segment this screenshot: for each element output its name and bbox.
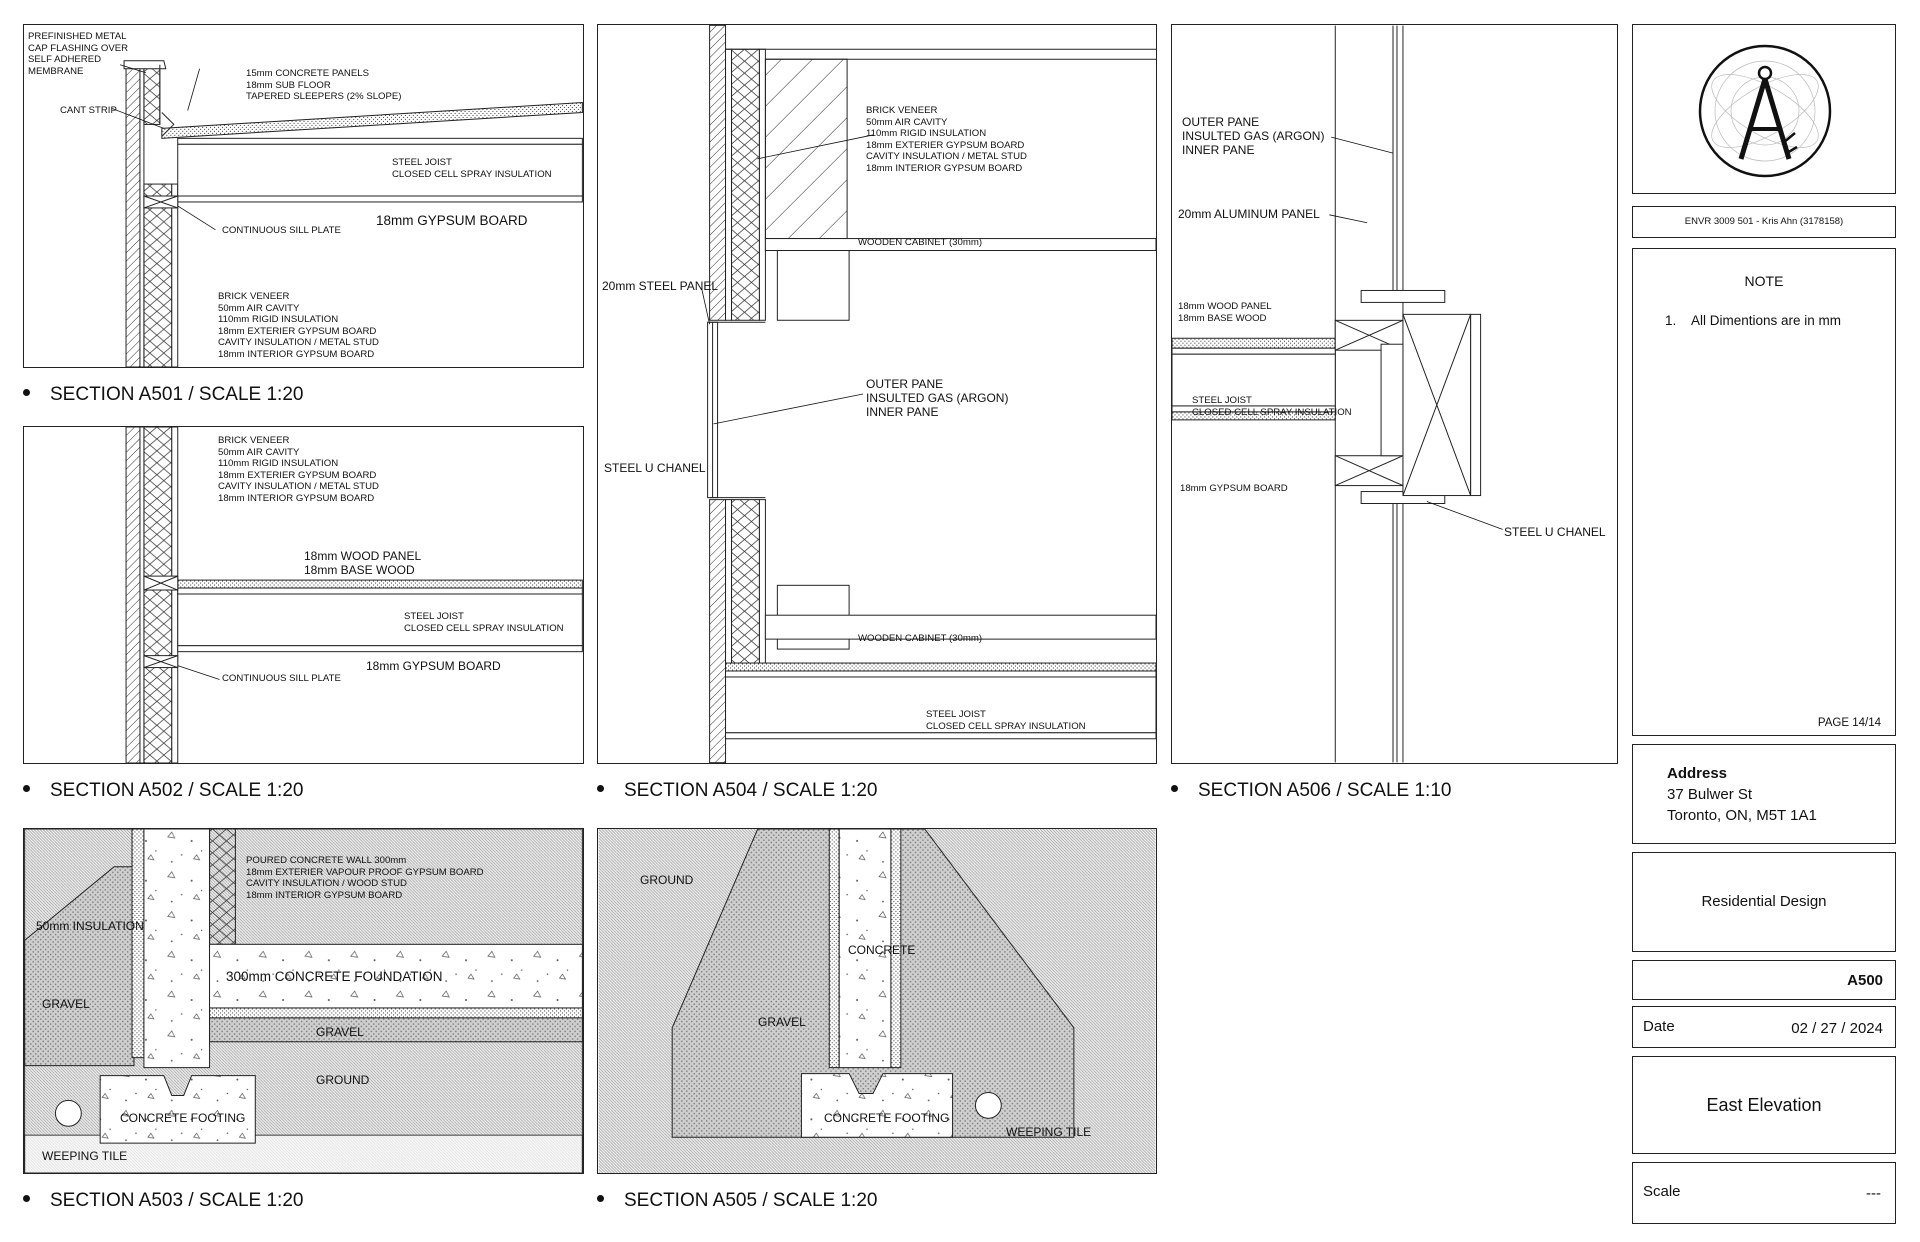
label-concrete-footing: CONCRETE FOOTING <box>824 1111 950 1125</box>
scale-box: Scale --- <box>1632 1162 1896 1224</box>
logo-box <box>1632 24 1896 194</box>
section-a505-linework <box>598 829 1156 1173</box>
caption-section-a506: SECTION A506 / SCALE 1:10 <box>1171 780 1451 802</box>
label-sill-plate: CONTINUOUS SILL PLATE <box>222 673 341 684</box>
drawing-title-box: East Elevation <box>1632 1056 1896 1154</box>
caption-section-a503: SECTION A503 / SCALE 1:20 <box>23 1190 303 1212</box>
label-steel-joist: STEEL JOIST CLOSED CELL SPRAY INSULATION <box>404 611 564 634</box>
label-concrete-wall: POURED CONCRETE WALL 300mm 18mm EXTERIER… <box>246 855 484 901</box>
section-a503-drawing: POURED CONCRETE WALL 300mm 18mm EXTERIER… <box>23 828 584 1174</box>
label-steel-channel: STEEL U CHANEL <box>1504 525 1606 539</box>
page-number: PAGE 14/14 <box>1817 717 1881 729</box>
project-box: Residential Design <box>1632 852 1896 952</box>
bullet-dot-icon <box>23 1195 30 1203</box>
sheet-number: A500 <box>1847 972 1883 989</box>
label-gravel: GRAVEL <box>316 1025 364 1039</box>
drawing-title: East Elevation <box>1706 1095 1822 1115</box>
section-a501-drawing: PREFINISHED METAL CAP FLASHING OVER SELF… <box>23 24 584 368</box>
sheet-box: A500 <box>1632 960 1896 1000</box>
bullet-dot-icon <box>597 785 604 793</box>
bullet-dot-icon <box>23 389 30 397</box>
label-wall-assembly: BRICK VENEER 50mm AIR CAVITY 110mm RIGID… <box>218 291 379 360</box>
scale-value: --- <box>1866 1185 1881 1202</box>
label-concrete-panels: 15mm CONCRETE PANELS 18mm SUB FLOOR TAPE… <box>246 68 402 103</box>
date-label: Date <box>1643 1018 1675 1035</box>
caption-section-a502: SECTION A502 / SCALE 1:20 <box>23 780 303 802</box>
label-steel-channel: STEEL U CHANEL <box>604 461 706 475</box>
label-weeping-tile: WEEPING TILE <box>42 1149 128 1163</box>
label-cap-flashing: PREFINISHED METAL CAP FLASHING OVER SELF… <box>28 31 129 77</box>
label-concrete: CONCRETE <box>848 943 916 957</box>
bullet-dot-icon <box>1171 785 1178 793</box>
project-name: Residential Design <box>1701 893 1827 910</box>
label-aluminum-panel: 20mm ALUMINUM PANEL <box>1178 207 1320 221</box>
label-weeping-tile: WEEPING TILE <box>1006 1125 1092 1139</box>
label-wall-assembly: BRICK VENEER 50mm AIR CAVITY 110mm RIGID… <box>218 435 379 504</box>
label-concrete-footing: CONCRETE FOOTING <box>120 1111 246 1125</box>
label-insulation: 50mm INSULATION <box>36 919 144 933</box>
address-box: Address 37 Bulwer St Toronto, ON, M5T 1A… <box>1632 744 1896 844</box>
label-glass: OUTER PANE INSULTED GAS (ARGON) INNER PA… <box>866 377 1009 419</box>
label-cant-strip: CANT STRIP <box>60 105 117 116</box>
label-gravel: GRAVEL <box>758 1015 806 1029</box>
section-a506-drawing: OUTER PANE INSULTED GAS (ARGON) INNER PA… <box>1171 24 1618 764</box>
label-concrete-foundation: 300mm CONCRETE FOUNDATION <box>226 969 443 984</box>
note-box: NOTE 1. All Dimentions are in mm PAGE 14… <box>1632 248 1896 736</box>
label-steel-joist: STEEL JOIST CLOSED CELL SPRAY INSULATION <box>926 709 1086 732</box>
section-a504-linework <box>701 25 1156 763</box>
label-ground: GROUND <box>640 873 694 887</box>
label-cabinet-bottom: WOODEN CABINET (30mm) <box>858 633 983 644</box>
address-line2: Toronto, ON, M5T 1A1 <box>1667 807 1817 824</box>
scale-label: Scale <box>1643 1183 1681 1200</box>
label-sill-plate: CONTINUOUS SILL PLATE <box>222 225 341 236</box>
address-label: Address <box>1667 765 1728 782</box>
section-a502-linework <box>125 427 583 763</box>
address-line1: 37 Bulwer St <box>1667 786 1753 803</box>
section-a502-drawing: BRICK VENEER 50mm AIR CAVITY 110mm RIGID… <box>23 426 584 764</box>
date-value: 02 / 27 / 2024 <box>1791 1020 1883 1037</box>
section-a501-linework <box>111 60 583 367</box>
label-ground: GROUND <box>316 1073 370 1087</box>
caption-section-a501: SECTION A501 / SCALE 1:20 <box>23 384 303 406</box>
label-glass: OUTER PANE INSULTED GAS (ARGON) INNER PA… <box>1182 115 1325 157</box>
label-cabinet-top: WOODEN CABINET (30mm) <box>858 237 983 248</box>
bullet-dot-icon <box>597 1195 604 1203</box>
bullet-dot-icon <box>23 785 30 793</box>
section-a503-linework <box>24 829 583 1173</box>
label-wall-assembly: BRICK VENEER 50mm AIR CAVITY 110mm RIGID… <box>866 105 1027 174</box>
label-steel-panel: 20mm STEEL PANEL <box>602 279 719 293</box>
compass-monogram-logo-icon <box>1698 44 1832 178</box>
section-a505-drawing: GROUND CONCRETE GRAVEL CONCRETE FOOTING … <box>597 828 1157 1174</box>
caption-section-a505: SECTION A505 / SCALE 1:20 <box>597 1190 877 1212</box>
label-steel-joist: STEEL JOIST CLOSED CELL SPRAY INSULATION <box>392 157 552 180</box>
caption-section-a504: SECTION A504 / SCALE 1:20 <box>597 780 877 802</box>
label-gypsum-board: 18mm GYPSUM BOARD <box>1180 483 1288 494</box>
label-gypsum-board: 18mm GYPSUM BOARD <box>376 213 528 228</box>
section-a506-linework <box>1172 25 1503 763</box>
note-text: All Dimentions are in mm <box>1691 313 1842 328</box>
course-info: ENVR 3009 501 - Kris Ahn (3178158) <box>1684 216 1844 227</box>
label-wood-panel: 18mm WOOD PANEL 18mm BASE WOOD <box>1178 301 1272 324</box>
note-number: 1. <box>1665 313 1677 328</box>
course-box: ENVR 3009 501 - Kris Ahn (3178158) <box>1632 206 1896 238</box>
date-box: Date 02 / 27 / 2024 <box>1632 1006 1896 1048</box>
label-gravel-left: GRAVEL <box>42 997 90 1011</box>
label-gypsum-board: 18mm GYPSUM BOARD <box>366 659 501 673</box>
label-wood-panel: 18mm WOOD PANEL 18mm BASE WOOD <box>304 549 422 577</box>
note-title: NOTE <box>1744 273 1784 289</box>
section-a504-drawing: BRICK VENEER 50mm AIR CAVITY 110mm RIGID… <box>597 24 1157 764</box>
label-steel-joist: STEEL JOIST CLOSED CELL SPRAY INSULATION <box>1192 395 1352 418</box>
